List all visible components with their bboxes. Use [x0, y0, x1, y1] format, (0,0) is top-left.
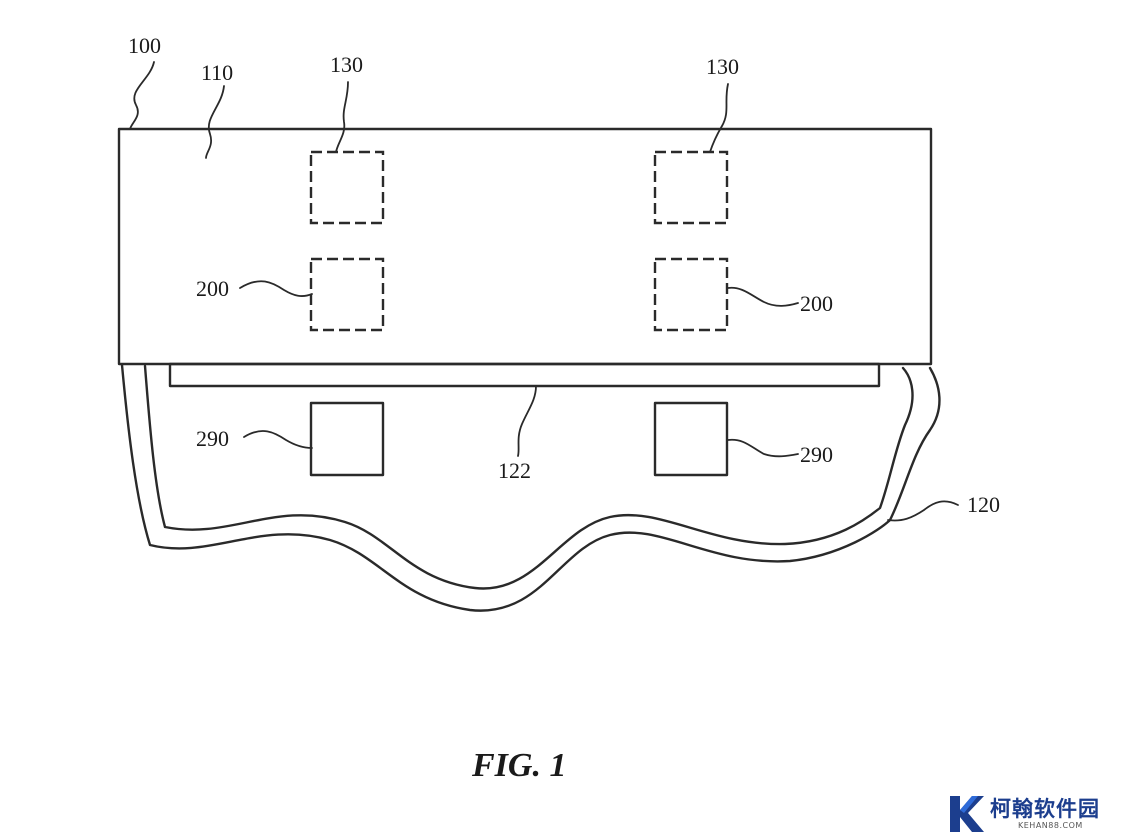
device-body: [117, 127, 933, 366]
leader-130-right: [709, 83, 729, 153]
upper-pad-left: [309, 150, 385, 225]
figure-caption: FIG. 1: [471, 747, 566, 784]
label-120: 120: [967, 492, 1000, 517]
strip: [168, 362, 881, 388]
label-290-right: 290: [800, 442, 833, 467]
label-130-left: 130: [330, 52, 363, 77]
lower-pad-left: [309, 401, 385, 477]
leader-290-left: [243, 430, 313, 449]
middle-pad-right: [653, 257, 729, 332]
middle-pad-left: [309, 257, 385, 332]
k-logo-icon: [950, 796, 984, 832]
lower-pad-right: [653, 401, 729, 477]
label-290-left: 290: [196, 426, 229, 451]
leader-110: [205, 85, 225, 159]
label-200-right: 200: [800, 291, 833, 316]
watermark-logo: 柯翰软件园 KEHAN88.COM: [946, 792, 1116, 836]
watermark-brand: 柯翰软件园: [990, 797, 1100, 821]
label-110: 110: [201, 60, 233, 85]
leader-200-left: [239, 280, 313, 297]
leader-130-left: [335, 81, 349, 153]
label-130-right: 130: [706, 54, 739, 79]
label-122: 122: [498, 458, 531, 483]
leader-100: [129, 61, 155, 130]
leader-122: [517, 385, 537, 457]
flexible-layer-outer: [120, 363, 941, 612]
leader-290-right: [727, 438, 799, 458]
upper-pad-right: [653, 150, 729, 225]
leader-200-right: [727, 286, 799, 307]
leader-120: [887, 500, 959, 522]
label-100: 100: [128, 33, 161, 58]
flexible-layer-inner: [143, 364, 914, 590]
watermark-domain: KEHAN88.COM: [1018, 821, 1083, 830]
label-200-left: 200: [196, 276, 229, 301]
